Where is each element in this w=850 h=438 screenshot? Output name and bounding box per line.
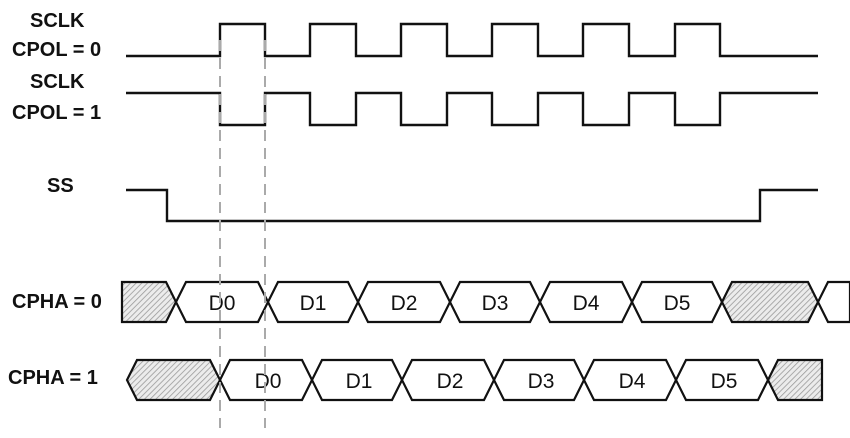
cpha1-invalid-lead (125, 358, 222, 402)
cpha0-invalid-tail (720, 280, 820, 324)
ss-label: SS (47, 175, 74, 197)
cpha1-cell-label-d5: D5 (711, 370, 738, 393)
ss-waveform (126, 188, 818, 223)
cpha1-cell-label-d0: D0 (255, 370, 282, 393)
sclk-cpol1-waveform (126, 91, 818, 127)
cpha1-cell-label-d1: D1 (346, 370, 373, 393)
sclk-cpol0-waveform (126, 22, 818, 58)
cpha0-cell-label-d4: D4 (573, 292, 600, 315)
cpha1-label: CPHA = 1 (8, 367, 98, 389)
cpha1-cell-label-d4: D4 (619, 370, 646, 393)
sclk-cpol1-label-line1: SCLK (30, 71, 85, 93)
cpha1-data-bus: D0 D1 D2 D3 D4 D5 (125, 358, 824, 402)
cpha0-cell-label-d0: D0 (209, 292, 236, 315)
cpha0-data-bus: D0 D1 D2 D3 D4 D5 (120, 280, 850, 324)
sclk-cpol1-label-line2: CPOL = 1 (12, 102, 101, 124)
sclk-cpol0-label-line1: SCLK (30, 10, 85, 32)
cpha0-cell-label-d3: D3 (482, 292, 509, 315)
cpha0-cell-label-d2: D2 (391, 292, 418, 315)
cpha0-cell-label-d1: D1 (300, 292, 327, 315)
cpha0-cell-label-d5: D5 (664, 292, 691, 315)
cpha1-cell-label-d2: D2 (437, 370, 464, 393)
cpha1-invalid-tail (766, 358, 824, 402)
cpha0-label: CPHA = 0 (12, 291, 102, 313)
cpha0-invalid-lead (120, 280, 178, 324)
cpha0-next-cell (816, 280, 850, 324)
cpha1-cell-label-d3: D3 (528, 370, 555, 393)
sclk-cpol0-label-line2: CPOL = 0 (12, 39, 101, 61)
